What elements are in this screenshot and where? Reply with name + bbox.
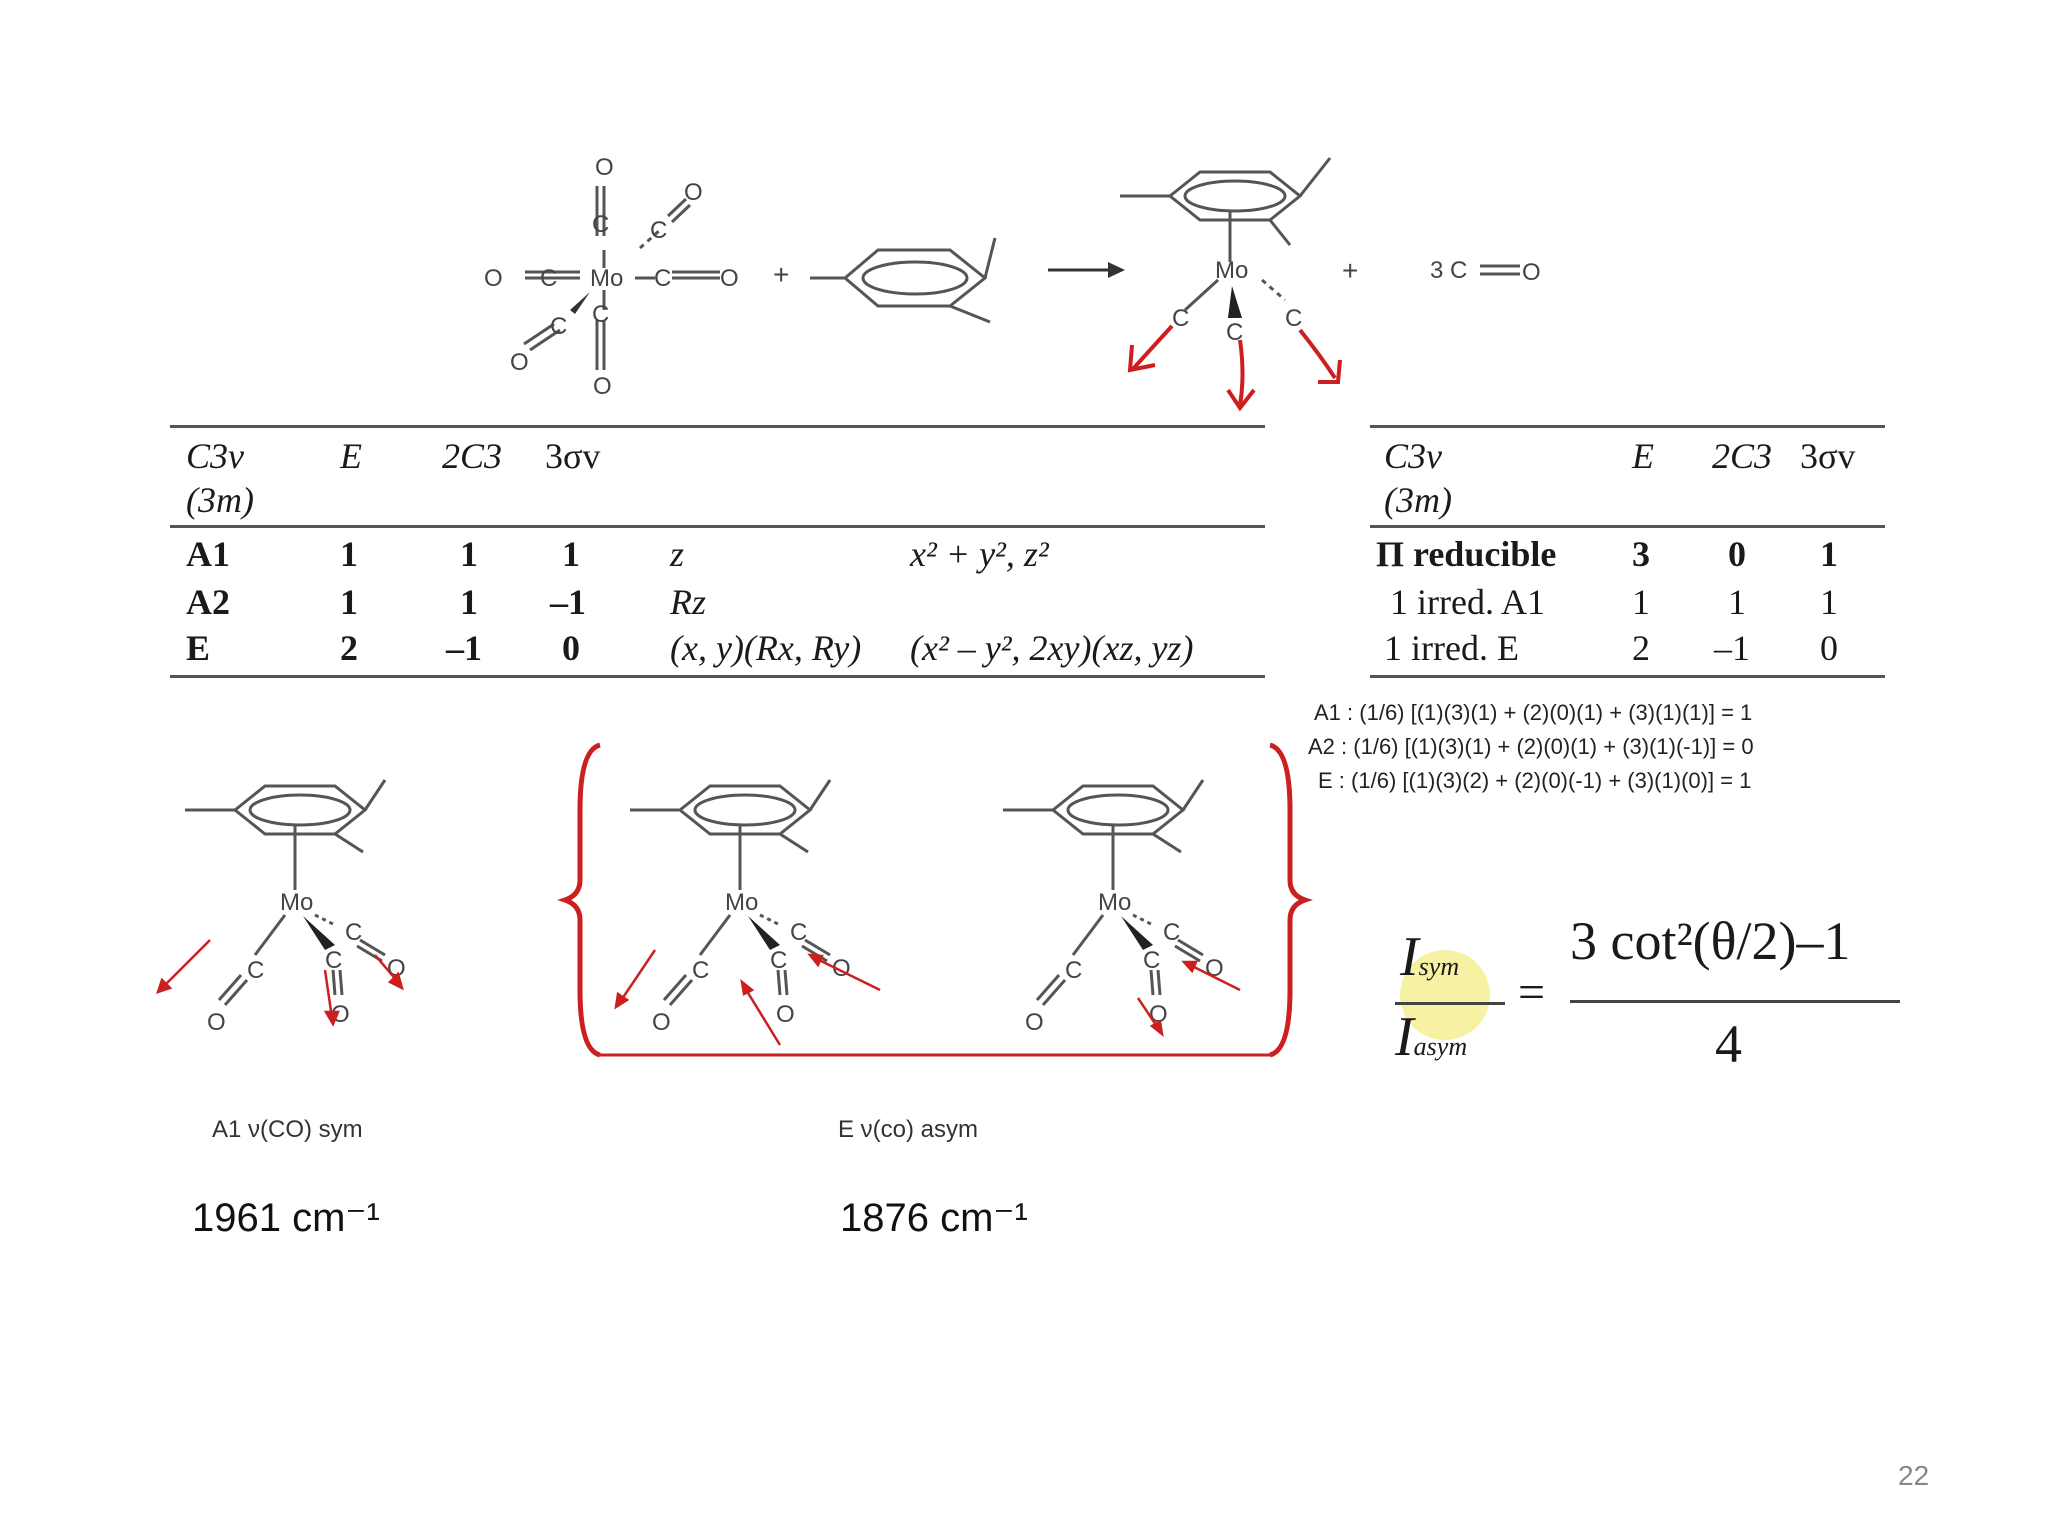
e-mode-molecule-1	[628, 778, 853, 1038]
reduction-a1-label: A1	[1314, 700, 1341, 725]
reactant-c-top: C	[592, 211, 609, 238]
character-table-c3v: C3v (3m) E 2C3 3σv A1 1 1 1 z x² + y², z…	[170, 425, 1270, 685]
rhs-fraction-bar	[1570, 1000, 1900, 1003]
reactant-c-left: C	[540, 265, 557, 292]
header-sub: (3m)	[186, 480, 254, 520]
header-3sv: 3σv	[1800, 436, 1856, 476]
reduction-a1: A1 : (1/6) [(1)(3)(1) + (2)(0)(1) + (3)(…	[1314, 700, 1753, 725]
row-a1-sv: 1	[562, 534, 580, 574]
plus-sign-2: +	[1342, 255, 1358, 286]
reduction-a2-label: A2	[1308, 734, 1335, 759]
row-a1-c3: 1	[460, 534, 478, 574]
reduction-e-label: E	[1318, 768, 1333, 793]
reactant-mo: Mo	[590, 265, 623, 292]
header-group: C3v	[1384, 436, 1442, 476]
product-c-mid: C	[1226, 319, 1243, 346]
row-a2-c3: 1	[460, 582, 478, 622]
mode-a1-frequency: 1961 cm⁻¹	[192, 1196, 380, 1240]
header-group: C3v	[186, 436, 244, 476]
product-c-left: C	[1172, 305, 1189, 332]
e-mode-arrows-2	[1136, 960, 1241, 1038]
row-reducible-label: Π reducible	[1376, 534, 1557, 574]
row-irred-a1-e: 1	[1632, 582, 1650, 622]
row-a2-sv: –1	[550, 582, 586, 622]
reactant-o-back: O	[684, 179, 703, 206]
row-e-sv: 0	[562, 628, 580, 668]
product-mo: Mo	[1215, 257, 1248, 284]
page-number: 22	[1898, 1460, 1930, 1491]
row-a2-label: A2	[186, 582, 230, 622]
row-irred-e-c3: –1	[1714, 628, 1750, 668]
plus-sign-1: +	[773, 259, 789, 290]
reactant-o-diag: O	[510, 349, 529, 376]
reactant-c-diag: C	[550, 313, 567, 340]
row-irred-a1-c3: 1	[1728, 582, 1746, 622]
row-irred-e-label: 1 irred. E	[1384, 628, 1519, 668]
row-a1-label: A1	[186, 534, 230, 574]
rhs-numerator: 3 cot²(θ/2)–1	[1570, 911, 1851, 971]
reactant-o-top: O	[595, 154, 614, 181]
header-2c3: 2C3	[1712, 436, 1773, 476]
lhs-denominator-sub: asym	[1413, 1032, 1468, 1061]
row-irred-a1-label: 1 irred. A1	[1390, 582, 1545, 622]
cursor-highlight	[1400, 950, 1490, 1040]
reactant-c-right: C	[654, 265, 671, 292]
header-sub: (3m)	[1384, 480, 1452, 520]
header-2c3: 2C3	[442, 436, 503, 476]
row-e-label: E	[186, 628, 211, 668]
row-e-e: 2	[340, 628, 358, 668]
e-mode-molecule-2	[1001, 778, 1226, 1038]
header-e: E	[340, 436, 362, 476]
row-a2-linear: Rz	[670, 582, 706, 622]
header-e: E	[1632, 436, 1654, 476]
reducible-representation-table: C3v (3m) E 2C3 3σv Π reducible 3 0 1 1 i…	[1370, 425, 1890, 685]
reduction-e: E : (1/6) [(1)(3)(2) + (2)(0)(-1) + (3)(…	[1318, 768, 1752, 793]
row-a1-linear: z	[670, 534, 685, 574]
row-e-quadratic: (x² – y², 2xy)(xz, yz)	[910, 628, 1194, 668]
equals-sign: =	[1518, 966, 1546, 1019]
a1-mode-arrows	[156, 939, 404, 1027]
mode-a1-label: A1 ν(CO) sym	[212, 1116, 363, 1143]
coproduct-o: O	[1522, 259, 1541, 286]
vibration-modes-diagram: Mo C O C O C O	[156, 742, 1313, 1058]
reactant-o-left: O	[484, 265, 503, 292]
row-e-linear: (x, y)(Rx, Ry)	[670, 628, 862, 668]
reaction-scheme: O C O C Mo C O C O C O C O + Mo C C	[484, 154, 1541, 412]
row-irred-a1-sv: 1	[1820, 582, 1838, 622]
row-a2-e: 1	[340, 582, 358, 622]
row-reducible-c3: 0	[1728, 534, 1746, 574]
lhs-numerator-sub: sym	[1418, 952, 1460, 981]
mode-e-label: E ν(co) asym	[838, 1116, 979, 1143]
mode-e-frequency: 1876 cm⁻¹	[840, 1196, 1028, 1240]
row-reducible-sv: 1	[1820, 534, 1838, 574]
rhs-denominator: 4	[1715, 1014, 1742, 1074]
row-irred-e-e: 2	[1632, 628, 1650, 668]
reactant-o-right: O	[720, 265, 739, 292]
reactant-c-bottom: C	[592, 301, 609, 328]
product-c-right: C	[1285, 305, 1302, 332]
row-e-c3: –1	[446, 628, 482, 668]
row-a1-e: 1	[340, 534, 358, 574]
coproduct-co: 3 C	[1430, 257, 1467, 284]
lhs-numerator: Isym	[1400, 926, 1460, 988]
reactant-c-back: C	[650, 217, 667, 244]
e-mode-arrows-1	[614, 949, 881, 1046]
row-irred-e-sv: 0	[1820, 628, 1838, 668]
a1-mode-molecule	[183, 778, 408, 1038]
row-reducible-e: 3	[1632, 534, 1650, 574]
reduction-a2: A2 : (1/6) [(1)(3)(1) + (2)(0)(1) + (3)(…	[1308, 734, 1754, 759]
e-mode-bracket	[557, 742, 1313, 1058]
reduction-a1-formula: (1/6) [(1)(3)(1) + (2)(0)(1) + (3)(1)(1)…	[1359, 700, 1753, 725]
row-a1-quadratic: x² + y², z²	[910, 534, 1049, 574]
reactant-o-bottom: O	[593, 373, 612, 400]
reduction-a2-formula: (1/6) [(1)(3)(1) + (2)(0)(1) + (3)(1)(-1…	[1353, 734, 1754, 759]
lhs-denominator: Iasym	[1395, 1006, 1468, 1068]
header-3sv: 3σv	[545, 436, 601, 476]
lhs-fraction-bar	[1395, 1002, 1505, 1005]
intensity-ratio-equation: Isym Iasym = 3 cot²(θ/2)–1 4	[1395, 905, 1915, 1105]
reduction-e-formula: (1/6) [(1)(3)(2) + (2)(0)(-1) + (3)(1)(0…	[1351, 768, 1752, 793]
